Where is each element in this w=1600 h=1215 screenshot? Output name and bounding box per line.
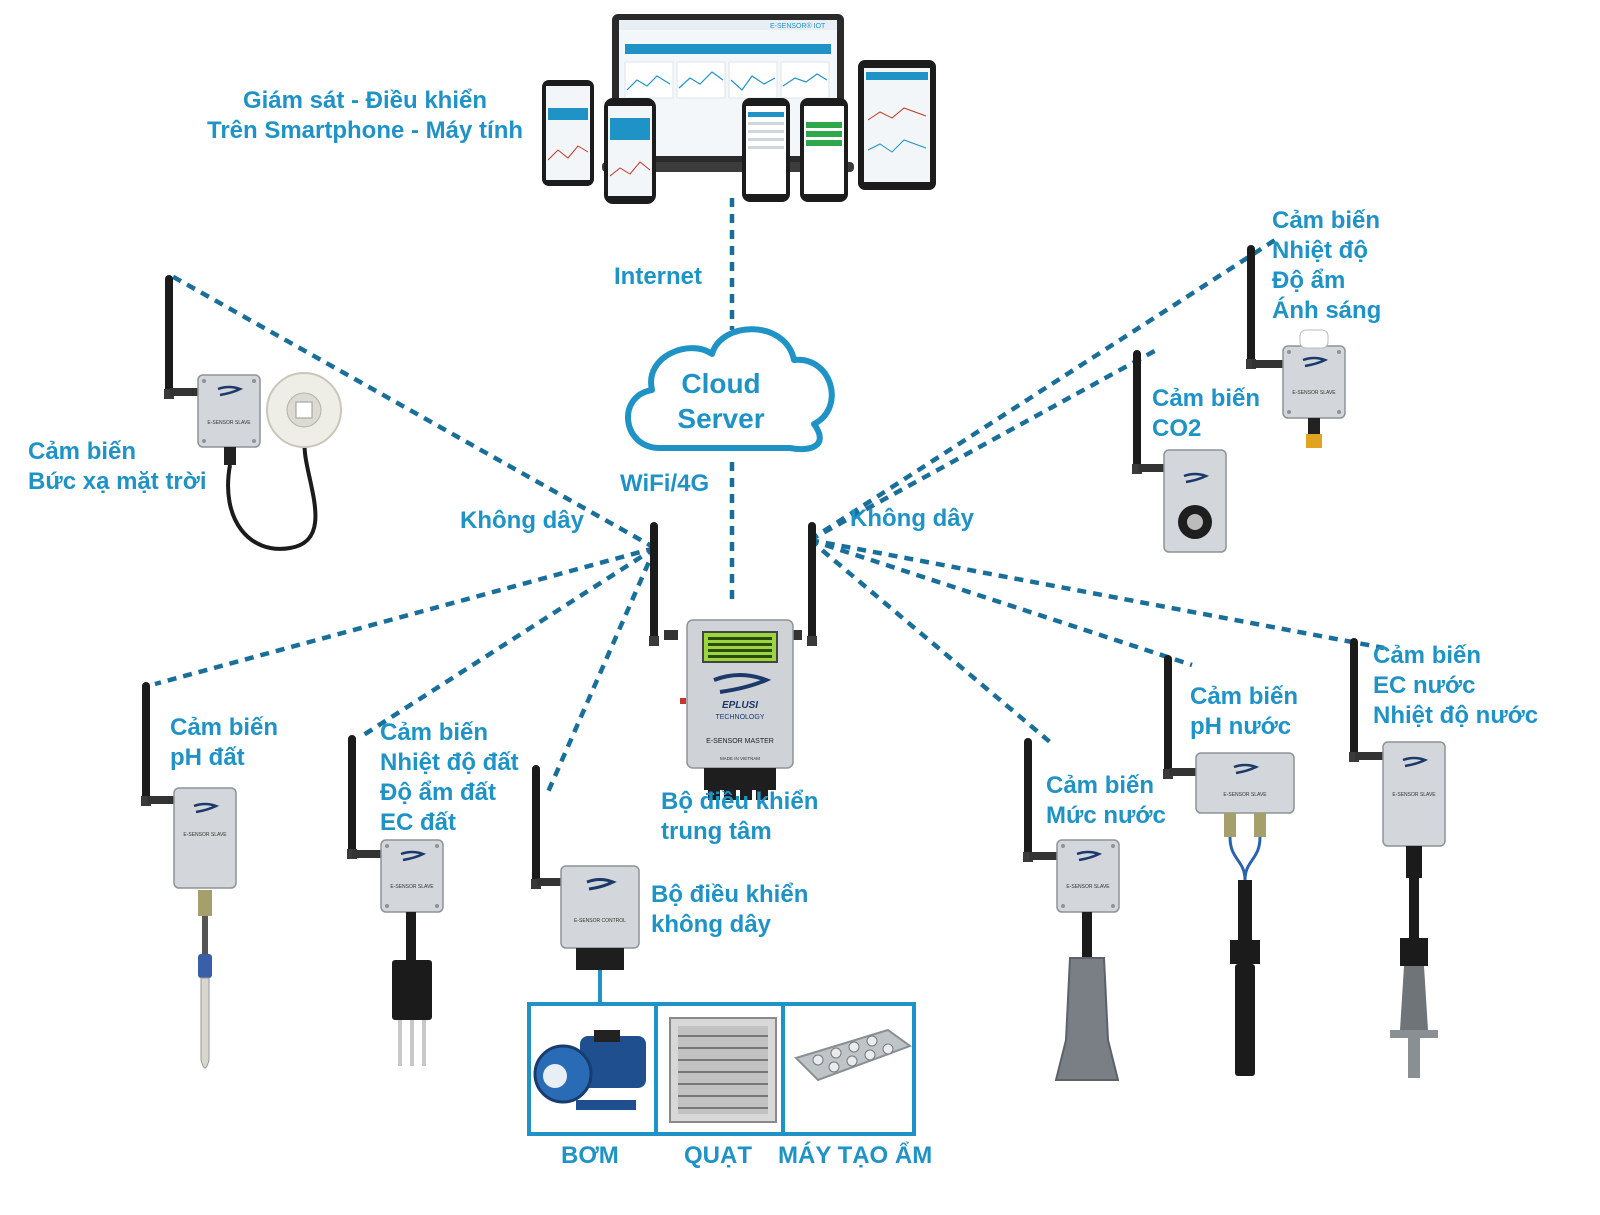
air-label-line1: Cảm biến xyxy=(1272,207,1381,234)
master-brand: EPLUSI xyxy=(722,700,758,711)
ec-water-label-line3: Nhiệt độ nước xyxy=(1373,702,1539,729)
ph-soil-sensor: E-SENSOR SLAVE xyxy=(141,682,237,1069)
air-sensor: E-SENSOR SLAVE xyxy=(1246,245,1347,448)
ec-water-sensor: E-SENSOR SLAVE xyxy=(1349,638,1446,1078)
ph-soil-label: Cảm biến pH đất xyxy=(170,713,278,773)
water-level-label: Cảm biến Mức nước xyxy=(1046,771,1166,831)
pump-icon xyxy=(533,1030,646,1110)
ph-soil-label-line1: Cảm biến xyxy=(170,714,279,741)
solar-radiation-sensor: E-SENSOR SLAVE xyxy=(164,275,342,551)
cloud-label-line1: Cloud xyxy=(681,368,761,399)
soil-label-line1: Cảm biến xyxy=(380,719,489,746)
monitoring-label: Giám sát - Điều khiển Trên Smartphone - … xyxy=(200,86,530,146)
link-co2 xyxy=(808,346,1162,542)
master-model: E-SENSOR MASTER xyxy=(706,738,774,745)
wireless-control-label: Bộ điều khiển không dây xyxy=(651,880,808,940)
air-label-line2: Nhiệt độ xyxy=(1272,237,1368,264)
ph-water-label-line2: pH nước xyxy=(1190,713,1292,740)
wireless-left-label: Không dây xyxy=(460,507,584,534)
master-label-line1: Bộ điều khiển xyxy=(661,788,819,815)
ph-soil-box-model: E-SENSOR SLAVE xyxy=(183,832,227,838)
control-box-model: E-SENSOR CONTROL xyxy=(574,918,626,924)
air-box-model: E-SENSOR SLAVE xyxy=(1292,390,1336,396)
laptop-brand: E-SENSOR® IOT xyxy=(770,22,826,30)
air-label-line3: Độ ẩm xyxy=(1272,267,1346,294)
master-made-in: MADE IN VIETNAM xyxy=(720,756,760,761)
link-ph-soil xyxy=(154,545,656,687)
pump-label: BƠM xyxy=(561,1142,619,1169)
internet-label: Internet xyxy=(614,263,703,290)
cloud-label: Cloud Server xyxy=(646,366,796,436)
wireless-control-label-line1: Bộ điều khiển xyxy=(651,881,809,908)
humidifier-icon xyxy=(794,1028,913,1082)
link-lines xyxy=(154,198,1385,793)
master-label-line2: trung tâm xyxy=(661,818,772,845)
water-level-label-line1: Cảm biến xyxy=(1046,772,1155,799)
wireless-controller: E-SENSOR CONTROL xyxy=(531,765,640,1004)
co2-sensor xyxy=(1132,350,1227,553)
ec-water-label-line1: Cảm biến xyxy=(1373,642,1482,669)
link-solar xyxy=(168,273,657,550)
ph-water-box-model: E-SENSOR SLAVE xyxy=(1223,792,1267,798)
master-controller: EPLUSI TECHNOLOGY E-SENSOR MASTER MADE I… xyxy=(649,522,817,800)
humidifier-label: MÁY TẠO ẨM xyxy=(778,1142,933,1169)
wifi-label: WiFi/4G xyxy=(620,470,710,497)
link-water-level xyxy=(808,538,1052,744)
water-level-box-model: E-SENSOR SLAVE xyxy=(1066,884,1110,890)
wireless-right-label: Không dây xyxy=(850,505,974,532)
ec-water-label-line2: EC nước xyxy=(1373,672,1476,699)
ph-water-label: Cảm biến pH nước xyxy=(1190,682,1298,742)
master-label: Bộ điều khiển trung tâm xyxy=(661,787,818,847)
co2-label-line1: Cảm biến xyxy=(1152,385,1261,412)
soil-label-line4: EC đất xyxy=(380,809,457,836)
link-ph-water xyxy=(809,537,1193,668)
ph-soil-label-line2: pH đất xyxy=(170,744,245,771)
co2-label-line2: CO2 xyxy=(1152,415,1202,442)
ec-water-box-model: E-SENSOR SLAVE xyxy=(1392,792,1436,798)
cloud-icon xyxy=(625,326,835,453)
link-wireless-control xyxy=(545,547,658,793)
ph-water-sensor: E-SENSOR SLAVE xyxy=(1163,655,1295,1076)
actuator-panel xyxy=(527,1002,916,1136)
wireless-control-label-line2: không dây xyxy=(651,911,772,938)
water-level-sensor: E-SENSOR SLAVE xyxy=(1023,738,1121,1081)
air-label-line4: Ánh sáng xyxy=(1272,297,1382,324)
co2-label: Cảm biến CO2 xyxy=(1152,384,1260,444)
ec-water-label: Cảm biến EC nước Nhiệt độ nước xyxy=(1373,641,1538,731)
soil-box-model: E-SENSOR SLAVE xyxy=(390,884,434,890)
master-brand-sub: TECHNOLOGY xyxy=(715,714,764,721)
air-label: Cảm biến Nhiệt độ Độ ẩm Ánh sáng xyxy=(1272,206,1381,326)
monitoring-label-line1: Giám sát - Điều khiển xyxy=(242,87,488,114)
water-level-label-line2: Mức nước xyxy=(1046,802,1166,829)
fan-label: QUẠT xyxy=(684,1142,752,1169)
monitoring-label-line2: Trên Smartphone - Máy tính xyxy=(206,117,524,144)
solar-label-line2: Bức xạ mặt trời xyxy=(28,468,207,495)
solar-label-line1: Cảm biến xyxy=(28,438,137,465)
link-ec-water xyxy=(809,537,1385,651)
cloud-label-line2: Server xyxy=(677,403,765,434)
solar-label: Cảm biến Bức xạ mặt trời xyxy=(28,437,207,497)
link-soil xyxy=(360,546,657,738)
link-air xyxy=(808,238,1277,542)
soil-label-line2: Nhiệt độ đất xyxy=(380,749,519,776)
fan-icon xyxy=(669,1017,777,1123)
soil-label-line3: Độ ẩm đất xyxy=(380,779,497,806)
soil-label: Cảm biến Nhiệt độ đất Độ ẩm đất EC đất xyxy=(380,718,519,838)
solar-box-model: E-SENSOR SLAVE xyxy=(207,420,251,426)
monitoring-devices: E-SENSOR® IOT xyxy=(542,14,936,204)
soil-sensor: E-SENSOR SLAVE xyxy=(347,735,445,1066)
ph-water-label-line1: Cảm biến xyxy=(1190,683,1299,710)
